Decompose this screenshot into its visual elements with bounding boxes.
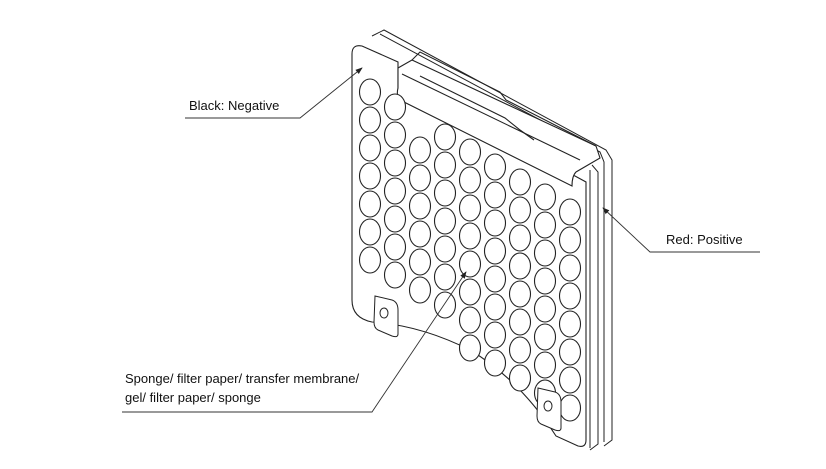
- hole: [433, 235, 457, 263]
- hole-grid: [358, 78, 582, 422]
- hole: [383, 261, 407, 289]
- hole: [558, 198, 582, 226]
- hole: [408, 192, 432, 220]
- hole: [433, 263, 457, 291]
- hole: [458, 334, 482, 362]
- hole: [508, 168, 532, 196]
- hole: [558, 282, 582, 310]
- label-stack-line1: Sponge/ filter paper/ transfer membrane/: [125, 371, 360, 386]
- hole: [408, 164, 432, 192]
- hole: [558, 394, 582, 422]
- hole: [533, 267, 557, 295]
- hole: [408, 248, 432, 276]
- hole: [483, 209, 507, 237]
- label-black-negative: Black: Negative: [189, 98, 280, 113]
- hole: [458, 138, 482, 166]
- hole: [358, 218, 382, 246]
- hole: [458, 166, 482, 194]
- hole: [533, 323, 557, 351]
- hole: [433, 151, 457, 179]
- hole: [558, 366, 582, 394]
- handle: [396, 51, 601, 187]
- hole: [458, 250, 482, 278]
- hole: [508, 308, 532, 336]
- hole: [508, 364, 532, 392]
- hole: [383, 205, 407, 233]
- back-plates: [371, 29, 613, 451]
- hole: [483, 321, 507, 349]
- hole: [533, 183, 557, 211]
- hole: [483, 181, 507, 209]
- hole: [383, 177, 407, 205]
- hole: [558, 254, 582, 282]
- hole: [458, 306, 482, 334]
- hole: [508, 280, 532, 308]
- hole: [533, 351, 557, 379]
- hole: [358, 78, 382, 106]
- hole: [358, 246, 382, 274]
- hole: [383, 233, 407, 261]
- hole: [533, 295, 557, 323]
- hole: [408, 220, 432, 248]
- hole: [458, 222, 482, 250]
- hole: [408, 136, 432, 164]
- hole: [483, 153, 507, 181]
- hole: [483, 349, 507, 377]
- hole: [383, 93, 407, 121]
- hole: [483, 265, 507, 293]
- hole: [558, 226, 582, 254]
- hole: [508, 224, 532, 252]
- hole: [433, 123, 457, 151]
- hole: [558, 338, 582, 366]
- hole: [483, 237, 507, 265]
- hole: [533, 239, 557, 267]
- hole: [358, 106, 382, 134]
- hole: [508, 336, 532, 364]
- leader-lines: [122, 67, 760, 413]
- hole: [483, 293, 507, 321]
- hole: [533, 211, 557, 239]
- mounting-tabs: [373, 295, 562, 432]
- hole: [408, 276, 432, 304]
- hole: [358, 162, 382, 190]
- hole: [508, 252, 532, 280]
- hole: [558, 310, 582, 338]
- hole: [458, 278, 482, 306]
- hole: [358, 134, 382, 162]
- hole: [433, 207, 457, 235]
- label-red-positive: Red: Positive: [666, 232, 743, 247]
- hole: [358, 190, 382, 218]
- hole: [458, 194, 482, 222]
- hole: [433, 179, 457, 207]
- hole: [508, 196, 532, 224]
- hole: [383, 121, 407, 149]
- label-stack-line2: gel/ filter paper/ sponge: [125, 390, 261, 405]
- hole: [383, 149, 407, 177]
